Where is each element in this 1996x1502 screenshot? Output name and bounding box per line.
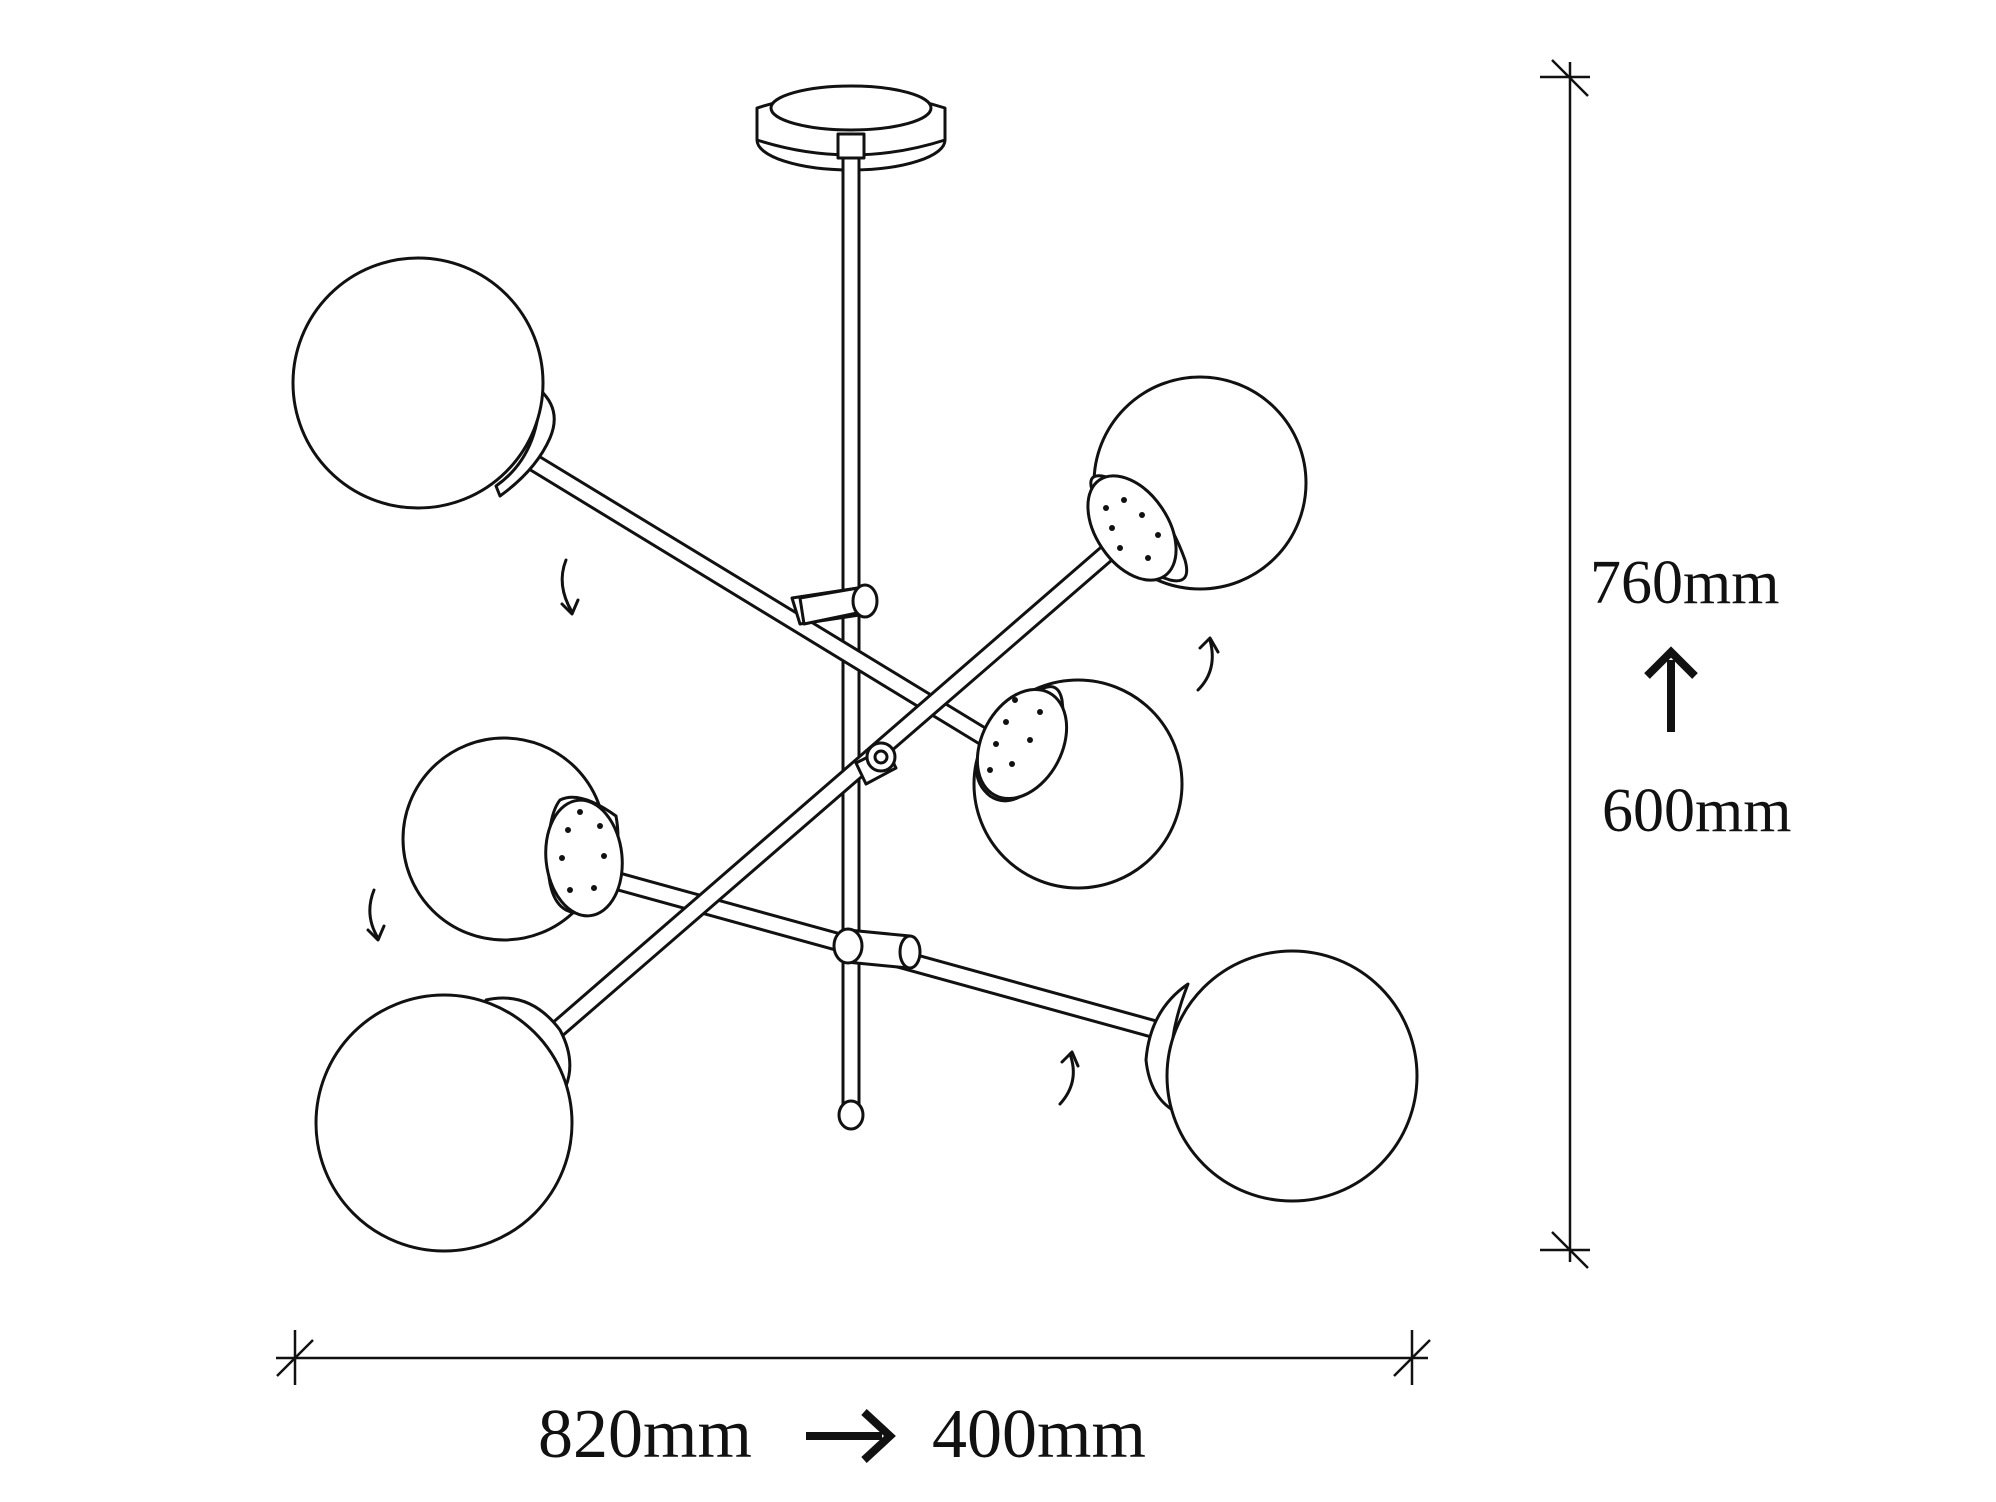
globe-middle-right — [972, 678, 1184, 890]
globe-top-right — [1086, 375, 1308, 591]
rotate-arrow-icon — [366, 888, 386, 942]
ceiling-canopy — [755, 84, 947, 172]
globe-top-left — [291, 256, 556, 510]
joint-middle — [854, 741, 898, 786]
height-min-label: 600mm — [1602, 777, 1792, 845]
arrow-right-icon — [806, 1409, 896, 1463]
globe-middle-left — [401, 736, 624, 942]
globe-bottom-right — [1144, 949, 1419, 1203]
width-min-label: 400mm — [932, 1396, 1146, 1473]
globe-bottom-left — [314, 993, 574, 1253]
height-dimension-line — [1540, 59, 1590, 1269]
center-rod — [836, 132, 866, 1131]
joint-lower — [832, 927, 922, 970]
width-max-label: 820mm — [538, 1396, 752, 1473]
rotate-arrow-icon — [560, 558, 580, 616]
arrow-up-icon — [1644, 646, 1698, 732]
height-max-label: 760mm — [1590, 549, 1780, 617]
joint-upper — [790, 583, 879, 626]
rotate-arrow-icon — [1196, 636, 1220, 692]
width-dimension-line — [276, 1330, 1431, 1385]
rotate-arrow-icon — [1058, 1050, 1080, 1106]
